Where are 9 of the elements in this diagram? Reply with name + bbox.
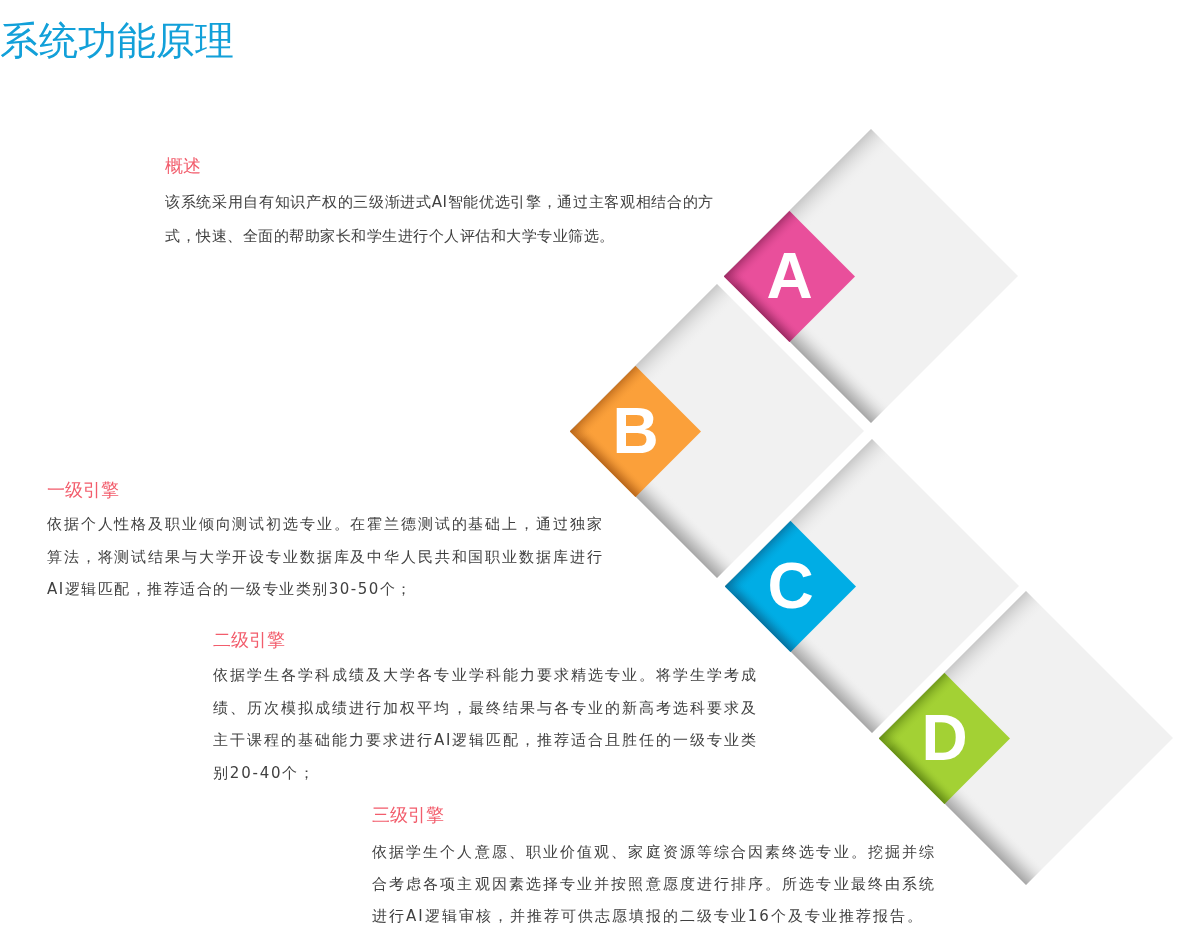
section-heading: 一级引擎 — [47, 478, 119, 502]
paragraph: 依据个人性格及职业倾向测试初选专业。在霍兰德测试的基础上，通过独家算法，将测试结果与大学开设专业数据库及中华人民共和国职业数据库进行AI逻辑匹配，推荐适合的一级专业类别30-50个； — [47, 514, 603, 601]
section-heading: 二级引擎 — [213, 628, 285, 652]
paragraph: 该系统采用自有知识产权的三级渐进式AI智能优选引擎，通过主客观相结合的方式，快速、全面的帮助家长和学生进行个人评估和大学专业筛选。 — [165, 192, 714, 247]
section-heading: 概述 — [165, 154, 201, 178]
paragraph: 依据学生各学科成绩及大学各专业学科能力要求精选专业。将学生学考成绩、历次模拟成绩进行加权平均，最终结果与各专业的新高考选科要求及主干课程的基础能力要求进行AI逻辑匹配，推荐适合且胜任的一级专业类别20-40个； — [213, 665, 758, 785]
paragraph: 依据学生个人意愿、职业价值观、家庭资源等综合因素终选专业。挖掘并综合考虑各项主观因素选择专业并按照意愿度进行排序。所选专业最终由系统进行AI逻辑审核，并推荐可供志愿填报的二级专业16个及专业推荐报告。 — [372, 842, 936, 927]
section-heading: 三级引擎 — [372, 803, 444, 827]
page-title: 系统功能原理 — [0, 17, 234, 65]
